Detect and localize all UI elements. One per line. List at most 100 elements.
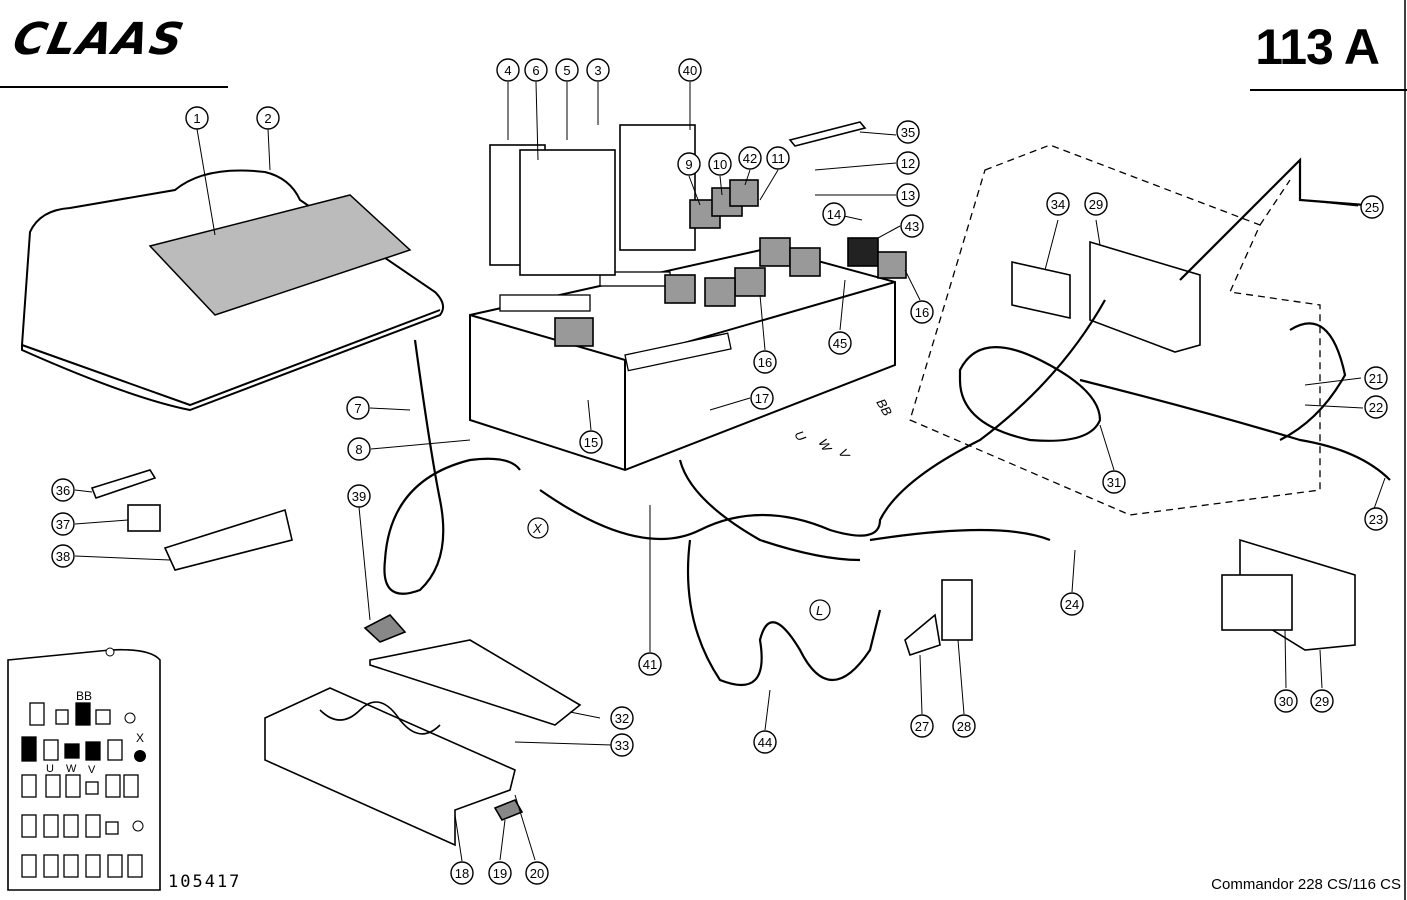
leader-lines bbox=[74, 81, 1386, 862]
callout-6: 6 bbox=[524, 58, 548, 82]
callout-42: 42 bbox=[738, 146, 762, 170]
callout-40: 40 bbox=[678, 58, 702, 82]
page-code: 113 A bbox=[1255, 19, 1380, 75]
cover-assembly bbox=[21, 169, 445, 412]
inset-label-u: U bbox=[46, 763, 54, 775]
callout-13: 13 bbox=[896, 183, 920, 207]
wiring-harness bbox=[383, 157, 1391, 686]
callout-7-label: 7 bbox=[354, 401, 361, 416]
callout-43-label: 43 bbox=[905, 219, 919, 234]
callout-8-label: 8 bbox=[355, 442, 362, 457]
callout-29-lower: 29 bbox=[1310, 689, 1334, 713]
callout-4: 4 bbox=[496, 58, 520, 82]
callout-37-label: 37 bbox=[56, 517, 70, 532]
callout-17: 17 bbox=[750, 386, 774, 410]
callout-29-lower-label: 29 bbox=[1315, 694, 1329, 709]
callout-6-label: 6 bbox=[532, 63, 539, 78]
callout-15-label: 15 bbox=[584, 435, 598, 450]
callout-27: 27 bbox=[910, 714, 934, 738]
callout-39: 39 bbox=[347, 484, 371, 508]
callout-38-label: 38 bbox=[56, 549, 70, 564]
callout-9: 9 bbox=[677, 152, 701, 176]
callout-11-label: 11 bbox=[771, 151, 785, 166]
small-parts-left bbox=[90, 469, 293, 571]
connector-label-u: U bbox=[791, 428, 809, 444]
callout-8: 8 bbox=[347, 437, 371, 461]
connector-label-x: X bbox=[532, 521, 543, 536]
callout-12: 12 bbox=[896, 151, 920, 175]
callout-1: 1 bbox=[185, 106, 209, 130]
callout-27-label: 27 bbox=[915, 719, 929, 734]
callout-12-label: 12 bbox=[901, 156, 915, 171]
relay-bracket bbox=[904, 579, 973, 657]
callout-3-label: 3 bbox=[594, 63, 601, 78]
callout-10: 10 bbox=[708, 152, 732, 176]
callout-18: 18 bbox=[450, 861, 474, 885]
terminal-strip bbox=[788, 121, 867, 147]
callout-31: 31 bbox=[1102, 470, 1126, 494]
callout-20: 20 bbox=[525, 861, 549, 885]
callout-32-label: 32 bbox=[615, 711, 629, 726]
cabin-panel-outline bbox=[909, 144, 1321, 516]
callout-43: 43 bbox=[900, 214, 924, 238]
callout-29-upper: 29 bbox=[1084, 192, 1108, 216]
callout-34: 34 bbox=[1046, 192, 1070, 216]
control-unit-lower bbox=[1221, 538, 1356, 651]
callout-14: 14 bbox=[822, 202, 846, 226]
callout-16-center-label: 16 bbox=[758, 355, 772, 370]
callout-25-label: 25 bbox=[1365, 200, 1379, 215]
callout-2: 2 bbox=[256, 106, 280, 130]
callout-5-label: 5 bbox=[563, 63, 570, 78]
inset-label-bb: BB bbox=[76, 689, 92, 703]
callout-45-label: 45 bbox=[833, 336, 847, 351]
callout-19: 19 bbox=[488, 861, 512, 885]
callout-15: 15 bbox=[579, 430, 603, 454]
callout-11: 11 bbox=[766, 146, 790, 170]
callout-9-label: 9 bbox=[685, 157, 692, 172]
callout-10-label: 10 bbox=[713, 157, 727, 172]
callout-16-center: 16 bbox=[753, 350, 777, 374]
callout-44: 44 bbox=[753, 730, 777, 754]
callout-38: 38 bbox=[51, 544, 75, 568]
callout-21: 21 bbox=[1364, 366, 1388, 390]
callout-35: 35 bbox=[896, 120, 920, 144]
callout-41: 41 bbox=[638, 652, 662, 676]
callout-35-label: 35 bbox=[901, 125, 915, 140]
callout-23-label: 23 bbox=[1369, 512, 1383, 527]
callout-22: 22 bbox=[1364, 395, 1388, 419]
callout-28: 28 bbox=[952, 714, 976, 738]
callout-44-label: 44 bbox=[758, 735, 772, 750]
callout-13-label: 13 bbox=[901, 188, 915, 203]
callout-39-label: 39 bbox=[352, 489, 366, 504]
callout-40-label: 40 bbox=[683, 63, 697, 78]
connector-label-v: V bbox=[835, 446, 853, 462]
inset-label-x: X bbox=[136, 731, 144, 745]
callout-33: 33 bbox=[610, 733, 634, 757]
callout-28-label: 28 bbox=[957, 719, 971, 734]
relay-group bbox=[489, 124, 907, 347]
callout-25: 25 bbox=[1360, 195, 1384, 219]
callout-45: 45 bbox=[828, 331, 852, 355]
callout-23: 23 bbox=[1364, 507, 1388, 531]
callout-16-right: 16 bbox=[910, 300, 934, 324]
callout-1-label: 1 bbox=[193, 111, 200, 126]
control-unit-upper bbox=[1011, 240, 1201, 353]
callout-30-label: 30 bbox=[1279, 694, 1293, 709]
document-number: 105417 bbox=[168, 872, 242, 892]
inset-label-v: V bbox=[88, 764, 96, 776]
callout-19-label: 19 bbox=[493, 866, 507, 881]
callout-37: 37 bbox=[51, 512, 75, 536]
callout-4-label: 4 bbox=[504, 63, 511, 78]
callout-42-label: 42 bbox=[743, 151, 757, 166]
callout-20-label: 20 bbox=[530, 866, 544, 881]
callout-36: 36 bbox=[51, 478, 75, 502]
fuse-layout-inset: BB X U W V bbox=[7, 647, 161, 891]
callout-18-label: 18 bbox=[455, 866, 469, 881]
callout-24: 24 bbox=[1060, 592, 1084, 616]
callouts: 1 2 4 6 5 3 40 35 9 10 42 11 12 13 43 14… bbox=[51, 58, 1388, 885]
callout-29-upper-label: 29 bbox=[1089, 197, 1103, 212]
callout-14-label: 14 bbox=[827, 207, 841, 222]
mounting-plates bbox=[264, 614, 582, 847]
callout-3: 3 bbox=[586, 58, 610, 82]
callout-5: 5 bbox=[555, 58, 579, 82]
